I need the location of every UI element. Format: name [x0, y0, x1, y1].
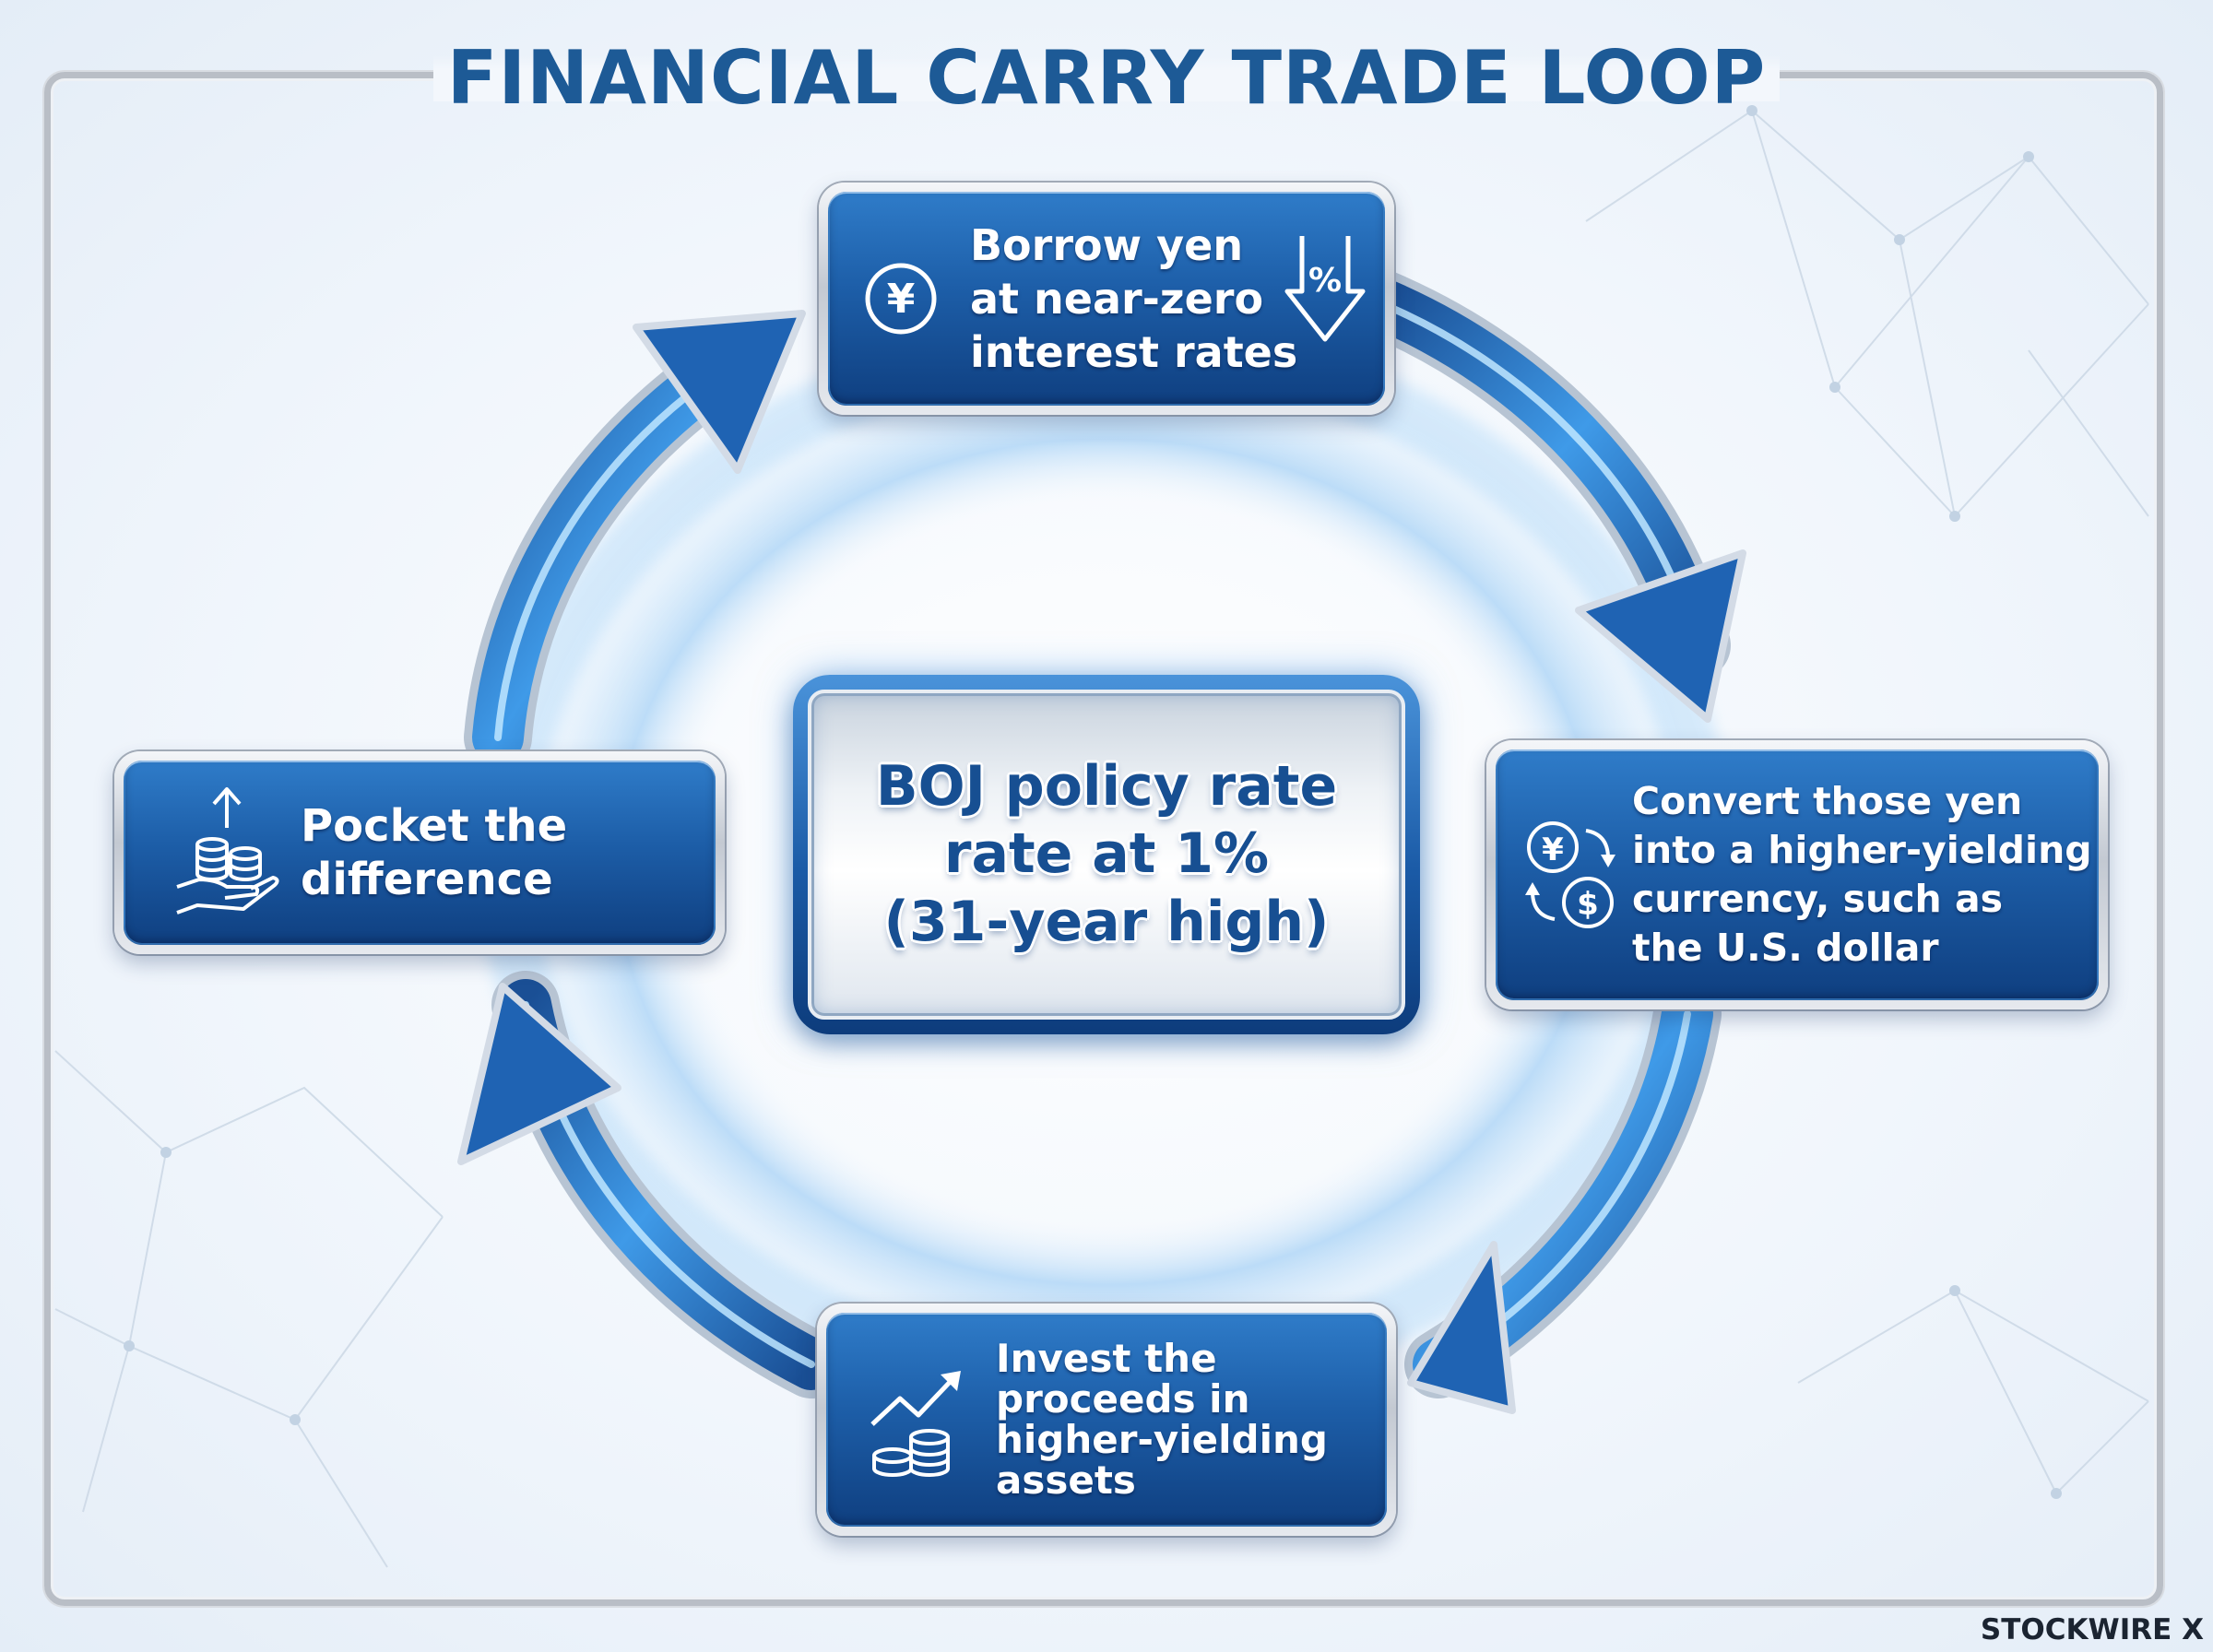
page-title: FINANCIAL CARRY TRADE LOOP [446, 35, 1767, 121]
step-convert: ¥ $ Convert those yen into a higher-yiel… [1486, 740, 2108, 1009]
center-line-1: BOJ policy rate [875, 754, 1338, 820]
invest-line-3: higher-yielding [996, 1417, 1328, 1462]
borrow-line-1: Borrow yen [970, 220, 1244, 270]
center-line-3: (31-year high) [883, 889, 1330, 954]
hand-coins-icon [176, 787, 279, 914]
network-dots [124, 105, 2062, 1499]
svg-text:%: % [1308, 262, 1342, 300]
arrowhead-to-pocket [457, 983, 621, 1165]
svg-text:¥: ¥ [887, 276, 916, 323]
currency-exchange-icon: ¥ $ [1525, 821, 1615, 928]
pocket-line-2: difference [301, 854, 553, 905]
step-invest: Invest the proceeds in higher-yielding a… [817, 1304, 1396, 1536]
percent-down-arrow-icon: % [1284, 236, 1366, 342]
borrow-line-2: at near-zero [970, 274, 1264, 324]
brand-logo: STOCKWIRE X [1980, 1613, 2204, 1646]
step-pocket: Pocket the difference [114, 751, 725, 954]
arrowhead-to-convert [1575, 549, 1746, 723]
center-line-2: rate at 1% [943, 821, 1270, 887]
svg-text:¥: ¥ [1542, 832, 1564, 868]
borrow-line-3: interest rates [970, 327, 1298, 377]
step-borrow: ¥ Borrow yen at near-zero interest rates… [819, 183, 1394, 415]
arrowhead-to-invest [1407, 1241, 1516, 1414]
convert-line-3: currency, such as [1632, 877, 2004, 921]
convert-line-2: into a higher-yielding [1632, 828, 2092, 872]
invest-line-2: proceeds in [996, 1376, 1250, 1422]
pocket-line-1: Pocket the [301, 800, 568, 852]
convert-line-1: Convert those yen [1632, 779, 2023, 823]
invest-line-1: Invest the [996, 1336, 1217, 1381]
invest-line-4: assets [996, 1457, 1136, 1503]
growth-coins-icon [870, 1371, 961, 1477]
svg-text:$: $ [1577, 886, 1599, 923]
center-policy-rate-box: BOJ policy rate rate at 1% (31-year high… [793, 675, 1420, 1034]
yen-coin-icon: ¥ [865, 263, 937, 335]
arrowhead-to-borrow [633, 310, 806, 474]
convert-line-4: the U.S. dollar [1632, 926, 1939, 970]
network-lines [54, 109, 2149, 1568]
